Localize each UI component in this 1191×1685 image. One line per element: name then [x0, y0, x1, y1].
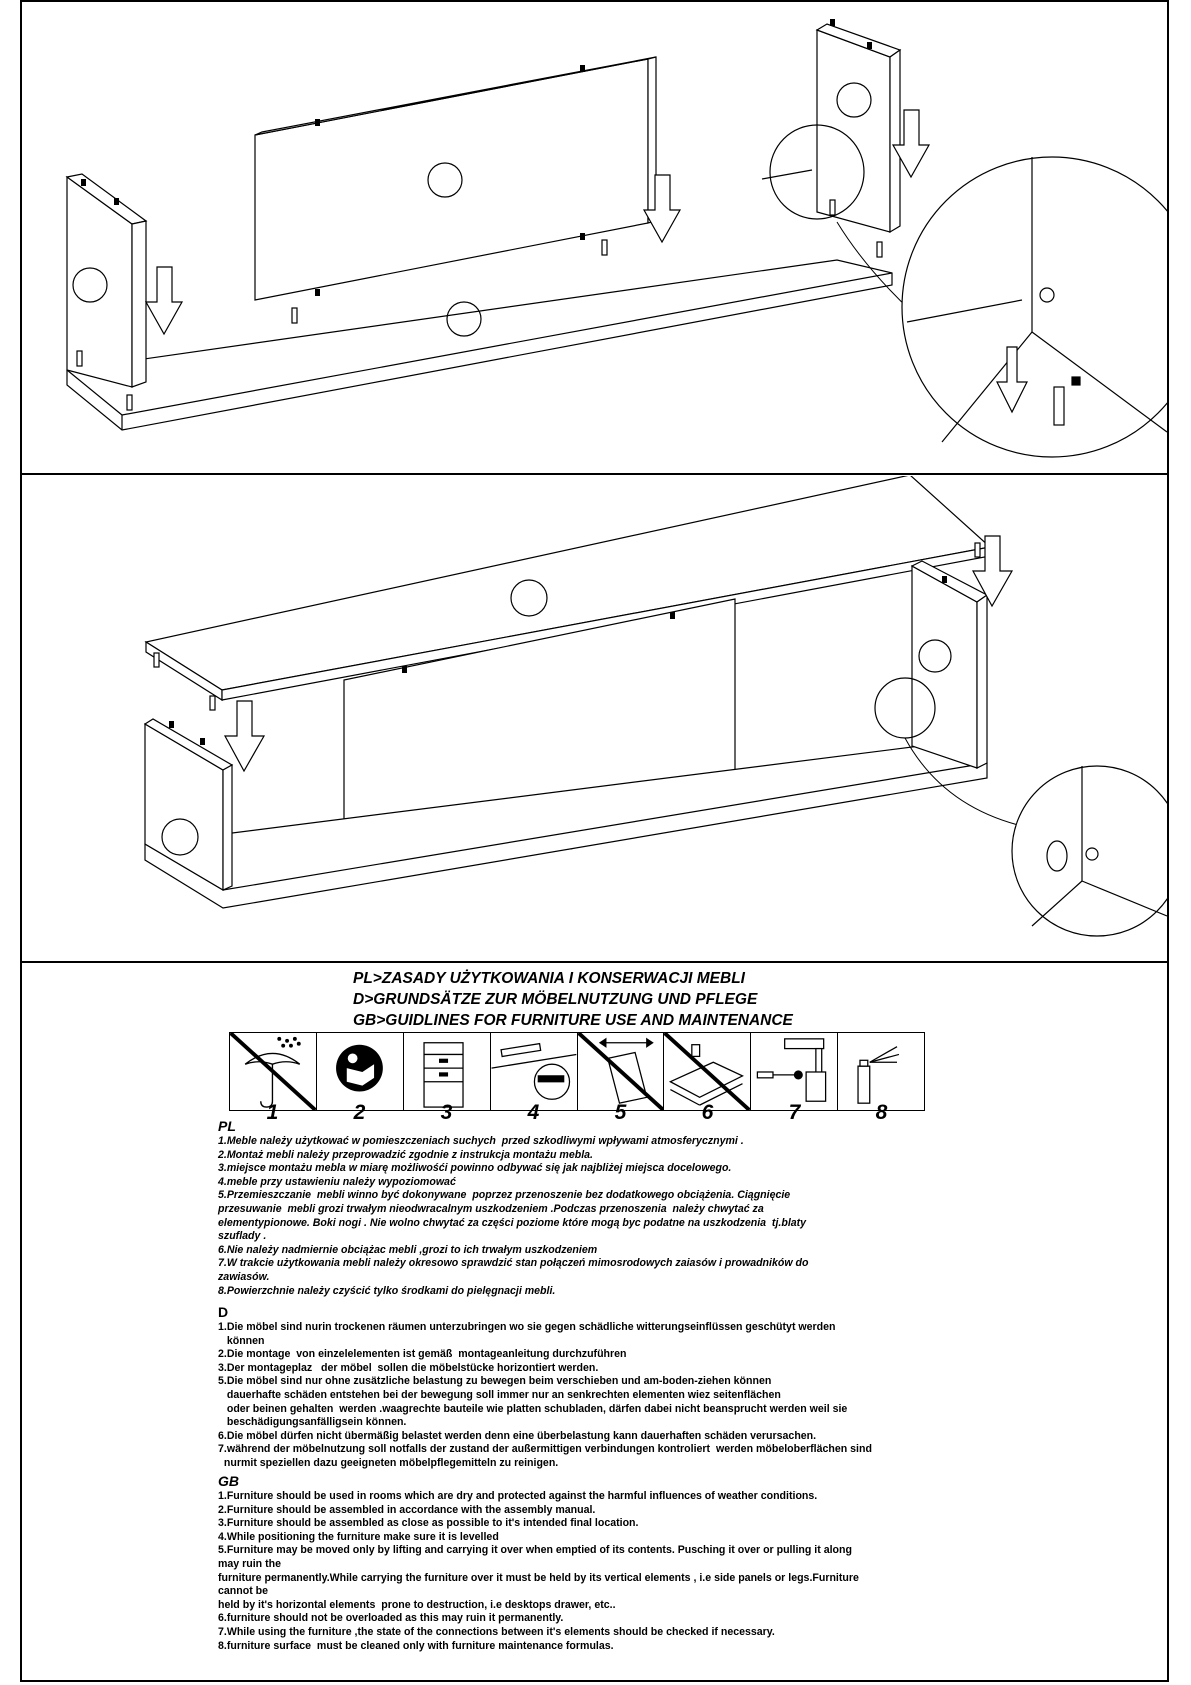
care-icon-strip — [229, 1032, 925, 1111]
icon-number: 3 — [440, 1101, 453, 1124]
guideline-line: 1.Furniture should be used in rooms whic… — [218, 1490, 818, 1502]
guideline-line: 7.While using the furniture ,the state o… — [218, 1625, 775, 1638]
guideline-line: 7.W trakcie użytkowania mebli należy okr… — [218, 1257, 809, 1270]
page-frame — [20, 0, 1169, 1682]
icon-number: 8 — [875, 1101, 888, 1124]
icon-number: 7 — [788, 1101, 801, 1124]
guideline-line: szuflady . — [218, 1230, 267, 1243]
guideline-line: 3.miejsce montażu mebla w miarę możliwoś… — [218, 1162, 732, 1175]
guideline-line: 3.Der montageplaz der möbel sollen die m… — [218, 1361, 599, 1374]
tilt-cabinet-icon — [577, 1033, 665, 1110]
section-divider — [20, 961, 1169, 963]
guidelines-titles: PL>ZASADY UŻYTKOWANIA I KONSERWACJI MEBL… — [353, 968, 793, 1031]
guideline-line: furniture permanently.While carrying the… — [218, 1571, 859, 1584]
spray-icon — [838, 1033, 924, 1110]
guideline-line: 2.Die montage von einzelelementen ist ge… — [218, 1348, 627, 1361]
guideline-line: zawiasów. — [218, 1270, 270, 1283]
icon-number: 1 — [266, 1101, 279, 1124]
guideline-line: beschädigungsanfälligsein können. — [218, 1416, 407, 1429]
level-icon — [491, 1033, 578, 1110]
cabinet-icon — [404, 1033, 491, 1110]
guideline-line: 1.Die möbel sind nurin trockenen räumen … — [218, 1321, 836, 1333]
guideline-line: nurmit speziellen dazu geeigneten möbelp… — [218, 1456, 559, 1469]
guideline-line: 4.While positioning the furniture make s… — [218, 1530, 499, 1543]
guideline-line: 7.während der möbelnutzung soll notfalls… — [218, 1443, 872, 1456]
guideline-line: 5.Przemieszczanie mebli winno być dokony… — [218, 1189, 791, 1202]
guideline-line: 5.Die möbel sind nur ohne zusätzliche be… — [218, 1375, 772, 1388]
title-d: D>GRUNDSÄTZE ZUR MÖBELNUTZUNG UND PFLEGE — [353, 991, 758, 1008]
icon-number: 2 — [353, 1101, 366, 1124]
section-heading: D — [218, 1304, 229, 1320]
guideline-line: können — [218, 1334, 265, 1347]
section-divider — [20, 473, 1169, 475]
guideline-line: 5.Furniture may be moved only by lifting… — [218, 1544, 852, 1557]
icon-number: 5 — [614, 1101, 627, 1124]
guideline-line: elementypionowe. Boki nogi . Nie wolno c… — [218, 1216, 807, 1229]
icon-numbers: 1 2 3 4 5 6 7 8 — [229, 1101, 925, 1125]
screwdriver-icon — [751, 1033, 839, 1110]
guideline-line: 8.furniture surface must be cleaned only… — [218, 1639, 614, 1652]
guideline-line: 2.Furniture should be assembled in accor… — [218, 1503, 596, 1516]
guideline-line: 6.Nie należy nadmiernie obciążac mebli ,… — [218, 1243, 598, 1256]
guideline-line: przesuwanie mebli grozi trwałym nieodwra… — [218, 1202, 764, 1215]
guideline-line: 4.meble przy ustawieniu należy wypoziomo… — [218, 1175, 456, 1188]
overload-icon — [664, 1033, 752, 1110]
english-guidelines: GB 1.Furniture should be used in rooms w… — [218, 1472, 978, 1653]
section-heading: PL — [218, 1118, 236, 1134]
assembly-step-1-illustration — [65, 19, 1167, 458]
guideline-line: 6.furniture should not be overloaded as … — [218, 1612, 564, 1625]
guideline-line: 2.Montaż mebli należy przeprowadzić zgod… — [218, 1148, 593, 1161]
guideline-line: 6.Die möbel dürfen nicht übermäßig belas… — [218, 1429, 817, 1442]
guideline-line: 3.Furniture should be assembled as close… — [218, 1517, 639, 1530]
polish-guidelines: PL 1.Meble należy użytkować w pomieszcze… — [218, 1117, 978, 1298]
guideline-line: 8.Powierzchnie należy czyścić tylko środ… — [218, 1284, 556, 1297]
guideline-line: 1.Meble należy użytkować w pomieszczenia… — [218, 1135, 744, 1147]
guideline-line: may ruin the — [218, 1557, 281, 1570]
title-pl: PL>ZASADY UŻYTKOWANIA I KONSERWACJI MEBL… — [353, 970, 745, 987]
guideline-line: held by it's horizontal elements prone t… — [218, 1598, 616, 1611]
german-guidelines: D 1.Die möbel sind nurin trockenen räume… — [218, 1303, 978, 1471]
guideline-line: dauerhafte schäden entstehen bei der bew… — [218, 1388, 781, 1401]
section-heading: GB — [218, 1473, 239, 1489]
guideline-line: oder beinen gehalten werden .waagrechte … — [218, 1402, 848, 1415]
assembly-step-2-illustration — [143, 476, 1167, 937]
umbrella-rain-icon — [230, 1033, 317, 1110]
guideline-line: cannot be — [218, 1585, 269, 1598]
title-gb: GB>GUIDLINES FOR FURNITURE USE AND MAINT… — [353, 1012, 793, 1029]
icon-number: 4 — [527, 1101, 540, 1124]
icon-number: 6 — [701, 1101, 714, 1124]
read-manual-icon — [317, 1033, 404, 1110]
